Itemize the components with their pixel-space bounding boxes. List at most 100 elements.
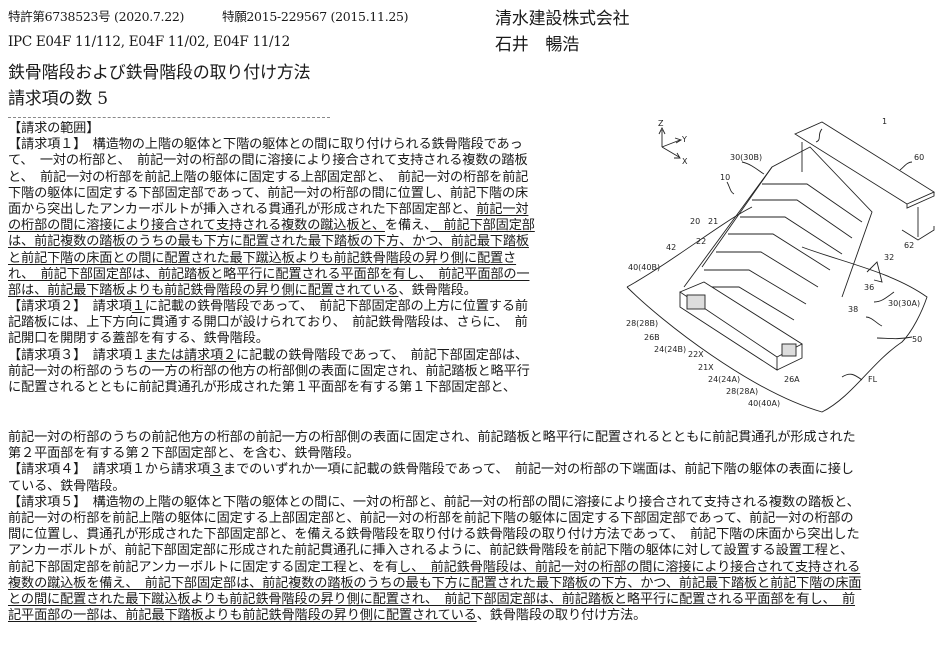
amended-text: または請求項２	[144, 347, 237, 363]
claim-text: て、 一対の桁部と、 前記一対の桁部の間に溶接により接合されて支持される複数の踏…	[8, 153, 528, 169]
claim-text: 記開口を開閉する蓋部を有する、鉄骨階段。	[8, 331, 269, 347]
claim-text: 、鉄骨階段。	[398, 282, 477, 298]
claim-text-line: 間に位置し、貫通孔が形成された下部固定部と、を備える鉄骨階段を取り付ける鉄骨階段…	[8, 527, 944, 543]
claim-text-line: と、 前記一対の桁部を前記上階の躯体に固定する上部固定部と、 前記一対の桁部を前…	[8, 170, 600, 186]
svg-text:21X: 21X	[698, 363, 714, 372]
claim-text-line: 複数の蹴込板を備え、 前記下部固定部は、前記複数の踏板のうちの最も下方に配置され…	[8, 576, 944, 592]
svg-text:20: 20	[690, 217, 700, 226]
svg-text:26A: 26A	[784, 375, 800, 384]
claim-text-line: の桁部の間に溶接により接合されて支持される複数の蹴込板と、を備え、 前記下部固定…	[8, 218, 600, 234]
svg-text:Z: Z	[658, 119, 664, 128]
svg-text:X: X	[682, 157, 688, 166]
claim-text: に配置されるとともに前記貫通孔が形成された第１平面部を有する第１下部固定部と、	[8, 380, 516, 395]
svg-text:32: 32	[884, 253, 894, 262]
claim-text: と、 前記一対の桁部を前記上階の躯体に固定する上部固定部と、 前記一対の桁部を前…	[8, 169, 529, 185]
claim-text: 【請求項４】 請求項１から請求項	[8, 462, 210, 478]
svg-text:22X: 22X	[688, 350, 704, 359]
svg-text:30(30B): 30(30B)	[730, 153, 762, 162]
patent-figure: Z Y X 1 60 30(30B) 10 20 21 22 42 40(40B…	[612, 112, 948, 430]
svg-text:30(30A): 30(30A)	[888, 299, 920, 308]
claim-text: 【請求項１】 構造物の上階の躯体と下階の躯体との間に取り付けられる鉄骨階段であっ	[8, 137, 523, 153]
svg-text:28(28A): 28(28A)	[726, 387, 758, 396]
amended-text: 前記下部固定部	[430, 218, 535, 234]
claim-text: 前記一対の桁部のうちの一方の桁部の他方の桁部側の表面に固定され、前記踏板と略平行	[8, 363, 530, 379]
claim-text: を備え、	[384, 218, 431, 234]
svg-text:42: 42	[666, 243, 676, 252]
claim-text: 間に位置し、貫通孔が形成された下部固定部と、を備える鉄骨階段を取り付ける鉄骨階段…	[8, 527, 860, 543]
claim-text-line: て、 一対の桁部と、 前記一対の桁部の間に溶接により接合されて支持される複数の踏…	[8, 153, 600, 169]
svg-text:10: 10	[720, 173, 730, 182]
claims-section-bottom: 前記一対の桁部のうちの前記他方の桁部の前記一方の桁部側の表面に固定され、前記踏板…	[8, 430, 944, 624]
amended-text: １	[131, 299, 145, 315]
claim-text-line: 記平面部の一部は、前記最下踏板よりも前記鉄骨階段の昇り側に配置されている、鉄骨階…	[8, 608, 944, 624]
claim-text-line: 記踏板には、上下方向に貫通する開口が設けられており、 前記鉄骨階段は、さらに、 …	[8, 315, 600, 331]
claims-top-lines: 【請求項１】 構造物の上階の躯体と下階の躯体との間に取り付けられる鉄骨階段であっ…	[8, 137, 600, 396]
amended-text: は、前記複数の踏板のうちの最も下方に配置された最下踏板の下方、かつ、前記最下踏板	[8, 234, 529, 250]
claim-text-line: 【請求項２】 請求項１に記載の鉄骨階段であって、 前記下部固定部の上方に位置する…	[8, 299, 600, 315]
claim-text-line: 下階の躯体に固定する下部固定部であって、前記一対の桁部の間に位置し、前記下階の床	[8, 186, 600, 202]
claim-text-line: との間に配置された最下蹴込板よりも前記鉄骨階段の昇り側に配置され、 前記下部固定…	[8, 592, 944, 608]
claims-section-top: 【請求の範囲】 【請求項１】 構造物の上階の躯体と下階の躯体との間に取り付けられ…	[8, 121, 600, 396]
amended-text: れ、 前記下部固定部は、前記踏板と略平行に配置される平面部を有し、 前記平面部の…	[8, 266, 530, 282]
claim-text-line: 前記一対の桁部のうちの一方の桁部の他方の桁部側の表面に固定され、前記踏板と略平行	[8, 364, 600, 380]
claim-text-line: 前記下部固定部を前記アンカーボルトに固定する固定工程と、を有し、 前記鉄骨階段は…	[8, 560, 944, 576]
claim-text-line: 【請求項５】 構造物の上階の躯体と下階の躯体との間に、一対の桁部と、前記一対の桁…	[8, 495, 944, 511]
amended-text: と前記下階の床面との間に配置された最下蹴込板よりも前記鉄骨階段の昇り側に配置さ	[8, 250, 517, 266]
claim-text: アンカーボルトが、前記下部固定部に形成された前記貫通孔に挿入されるように、前記鉄…	[8, 543, 854, 559]
svg-text:50: 50	[912, 335, 922, 344]
svg-text:22: 22	[696, 237, 706, 246]
svg-text:1: 1	[882, 117, 887, 126]
claim-text: 面から突出したアンカーボルトが挿入される貫通孔が形成された下部固定部と、	[8, 201, 477, 217]
claim-text-line: 【請求項４】 請求項１から請求項３までのいずれか一項に記載の鉄骨階段であって、 …	[8, 462, 944, 478]
claim-text-line: アンカーボルトが、前記下部固定部に形成された前記貫通孔に挿入されるように、前記鉄…	[8, 543, 944, 559]
claim-text: 記踏板には、上下方向に貫通する開口が設けられており、 前記鉄骨階段は、さらに、 …	[8, 315, 528, 331]
svg-text:38: 38	[848, 305, 858, 314]
figure-labels: Z Y X 1 60 30(30B) 10 20 21 22 42 40(40B…	[626, 117, 924, 408]
svg-text:21: 21	[708, 217, 718, 226]
claims-heading: 【請求の範囲】	[8, 121, 100, 136]
claim-text: 第２平面部を有する第２下部固定部と、を含む、鉄骨階段。	[8, 446, 360, 462]
claim-text-line: 面から突出したアンカーボルトが挿入される貫通孔が形成された下部固定部と、前記一対	[8, 202, 600, 218]
amended-text: し、 前記鉄骨階段は、前記一対の桁部の間に溶接により接合されて支持される	[398, 559, 861, 575]
svg-text:24(24B): 24(24B)	[654, 345, 686, 354]
amended-text: 複数の蹴込板を備え、 前記下部固定部は、前記複数の踏板のうちの最も下方に配置され…	[8, 575, 862, 591]
svg-text:62: 62	[904, 241, 914, 250]
claim-text-line: 前記一対の桁部を前記上階の躯体に固定する上部固定部と、前記一対の桁部を前記下階の…	[8, 511, 944, 527]
amended-text: ３	[210, 462, 224, 478]
svg-text:60: 60	[914, 153, 924, 162]
claim-count: 請求項の数 5	[8, 89, 108, 109]
inventor-name: 石井 暢浩	[495, 35, 579, 55]
svg-text:28(28B): 28(28B)	[626, 319, 658, 328]
amended-text: 記平面部の一部は、前記最下踏板よりも前記鉄骨階段の昇り側に配置されている	[8, 608, 477, 624]
svg-text:24(24A): 24(24A)	[708, 375, 740, 384]
claim-text: 前記一対の桁部のうちの前記他方の桁部の前記一方の桁部側の表面に固定され、前記踏板…	[8, 430, 856, 445]
claim-text-line: 部は、前記最下踏板よりも前記鉄骨階段の昇り側に配置されている、鉄骨階段。	[8, 283, 600, 299]
claim-text: 前記一対の桁部を前記上階の躯体に固定する上部固定部と、前記一対の桁部を前記下階の…	[8, 510, 854, 526]
claim-text: ている、鉄骨階段。	[8, 478, 126, 494]
claim-text-line: ている、鉄骨階段。	[8, 479, 944, 495]
claim-text-line: れ、 前記下部固定部は、前記踏板と略平行に配置される平面部を有し、 前記平面部の…	[8, 267, 600, 283]
claim-text: 前記下部固定部を前記アンカーボルトに固定する固定工程と、を有	[8, 559, 399, 575]
claims-bottom-lines: 前記一対の桁部のうちの前記他方の桁部の前記一方の桁部側の表面に固定され、前記踏板…	[8, 430, 944, 624]
claim-text-line: 【請求項１】 構造物の上階の躯体と下階の躯体との間に取り付けられる鉄骨階段であっ	[8, 137, 600, 153]
amended-text: 部は、前記最下踏板よりも前記鉄骨階段の昇り側に配置されている	[8, 282, 399, 298]
claim-text: 【請求項２】 請求項	[8, 299, 132, 315]
claim-text: 、鉄骨階段の取り付け方法。	[476, 608, 647, 624]
claim-text: に記載の鉄骨階段であって、 前記下部固定部の上方に位置する前	[144, 299, 528, 315]
svg-text:36: 36	[864, 283, 874, 292]
amended-text: の桁部の間に溶接により接合されて支持される複数の蹴込板と、	[8, 218, 385, 234]
patent-title: 鉄骨階段および鉄骨階段の取り付け方法	[8, 63, 311, 83]
svg-text:FL: FL	[868, 375, 878, 384]
svg-text:Y: Y	[681, 135, 687, 144]
amended-text: 前記一対	[476, 201, 529, 217]
svg-text:40(40B): 40(40B)	[628, 263, 660, 272]
claim-text-line: 前記一対の桁部のうちの前記他方の桁部の前記一方の桁部側の表面に固定され、前記踏板…	[8, 430, 944, 446]
ipc-codes: IPC E04F 11/112, E04F 11/02, E04F 11/12	[8, 34, 290, 50]
patent-number: 特許第6738523号 (2020.7.22)	[8, 9, 185, 24]
claim-text: 【請求項５】 構造物の上階の躯体と下階の躯体との間に、一対の桁部と、前記一対の桁…	[8, 494, 860, 510]
claim-text-line: と前記下階の床面との間に配置された最下蹴込板よりも前記鉄骨階段の昇り側に配置さ	[8, 251, 600, 267]
claim-text: に記載の鉄骨階段であって、 前記下部固定部は、	[236, 347, 528, 363]
staircase-drawing: Z Y X 1 60 30(30B) 10 20 21 22 42 40(40B…	[626, 117, 935, 413]
claim-text: 【請求項３】 請求項１	[8, 347, 145, 363]
applicant-name: 清水建設株式会社	[495, 9, 630, 29]
